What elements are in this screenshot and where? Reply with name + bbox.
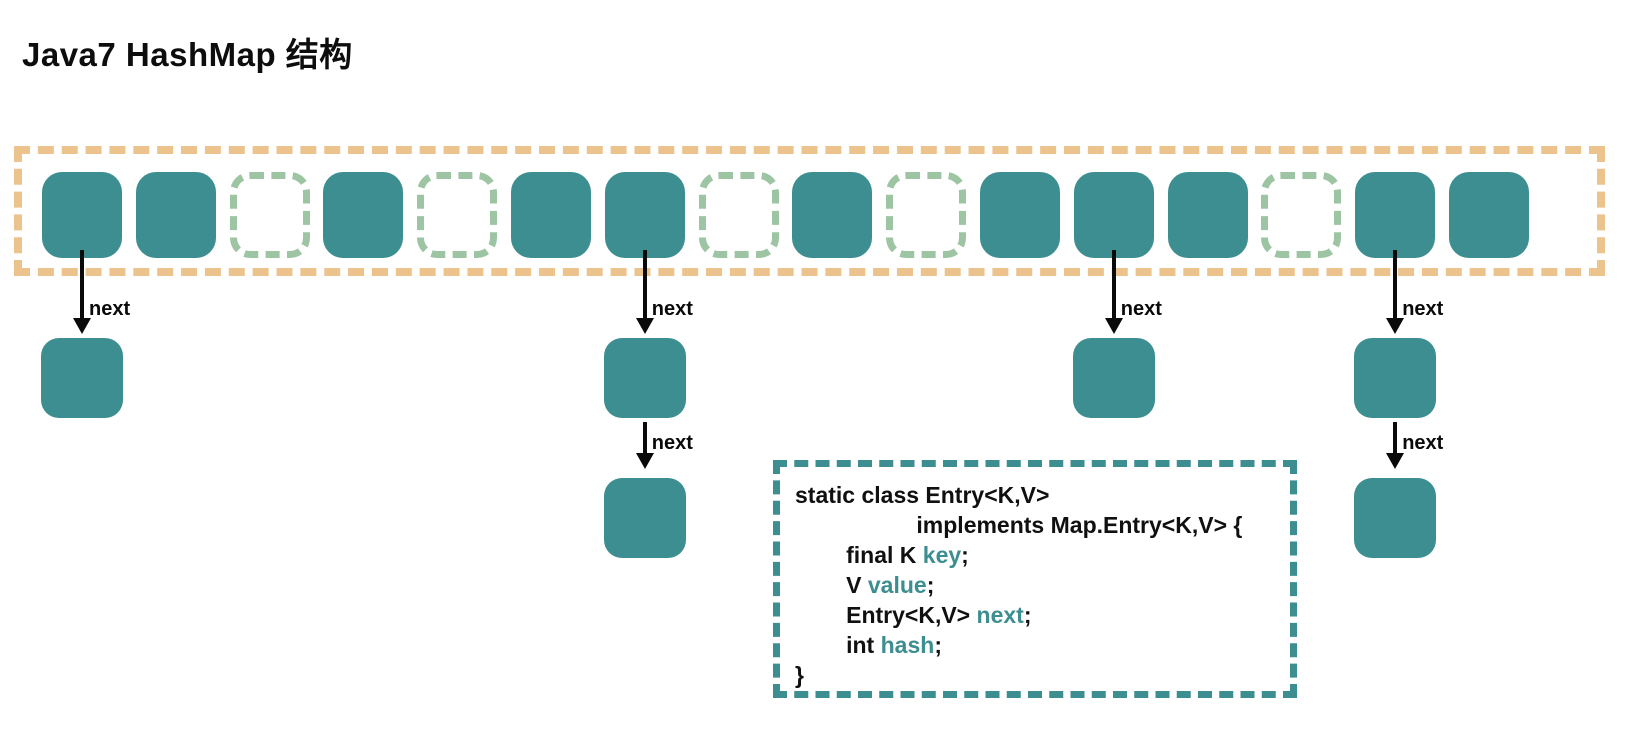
code-field-name: key bbox=[922, 542, 962, 568]
code-text: } bbox=[795, 662, 804, 688]
entry-node bbox=[41, 338, 123, 418]
code-text: ; bbox=[961, 542, 969, 568]
entry-class-code-box: static class Entry<K,V> implements Map.E… bbox=[773, 460, 1297, 698]
next-arrow-line bbox=[642, 250, 647, 318]
code-text: Entry<K,V> bbox=[795, 602, 977, 628]
bucket-cell-7-empty bbox=[698, 172, 779, 258]
entry-node bbox=[1354, 338, 1437, 418]
bucket-cell-0-occupied bbox=[42, 172, 122, 258]
down-arrow-icon bbox=[73, 318, 91, 334]
entry-node bbox=[1072, 338, 1155, 418]
code-field-name: value bbox=[867, 572, 927, 598]
code-text: ; bbox=[926, 572, 935, 598]
bucket-cell-2-empty bbox=[229, 172, 310, 258]
bucket-cell-6-occupied bbox=[604, 172, 685, 258]
code-line-4: Entry<K,V> next; bbox=[795, 600, 1282, 630]
next-arrow-line bbox=[1393, 250, 1398, 318]
next-arrow-line bbox=[80, 250, 84, 318]
code-field-name: hash bbox=[880, 632, 935, 658]
code-line-5: int hash; bbox=[795, 630, 1282, 660]
bucket-cell-9-empty bbox=[886, 172, 967, 258]
code-text: V bbox=[795, 572, 868, 598]
next-pointer-label: next bbox=[1402, 432, 1444, 454]
entry-node bbox=[603, 338, 686, 418]
down-arrow-icon bbox=[635, 453, 654, 469]
bucket-cell-10-occupied bbox=[980, 172, 1060, 258]
bucket-cell-4-empty bbox=[417, 172, 498, 258]
entry-node bbox=[1354, 478, 1437, 558]
code-text: ; bbox=[934, 632, 942, 658]
down-arrow-icon bbox=[1104, 318, 1123, 334]
next-pointer-label: next bbox=[1120, 298, 1162, 320]
code-line-0: static class Entry<K,V> bbox=[795, 480, 1282, 510]
code-line-6: } bbox=[795, 660, 1282, 690]
bucket-cell-14-occupied bbox=[1355, 172, 1436, 258]
code-text: int bbox=[795, 632, 881, 658]
next-pointer-label: next bbox=[89, 298, 131, 320]
code-text: final K bbox=[795, 542, 923, 568]
bucket-cell-11-occupied bbox=[1073, 172, 1154, 258]
down-arrow-icon bbox=[635, 318, 654, 334]
bucket-cell-8-occupied bbox=[792, 172, 873, 258]
code-text: ; bbox=[1023, 602, 1032, 628]
code-line-2: final K key; bbox=[795, 540, 1282, 570]
next-arrow-line bbox=[1393, 422, 1398, 455]
next-arrow-line bbox=[1111, 250, 1116, 318]
bucket-cell-3-occupied bbox=[323, 172, 404, 258]
code-text: static class Entry<K,V> bbox=[795, 482, 1050, 508]
down-arrow-icon bbox=[1386, 453, 1405, 469]
code-line-3: V value; bbox=[795, 570, 1282, 600]
next-pointer-label: next bbox=[1402, 298, 1444, 320]
code-field-name: next bbox=[976, 602, 1024, 628]
diagram-title: Java7 HashMap 结构 bbox=[22, 36, 353, 73]
down-arrow-icon bbox=[1386, 318, 1405, 334]
code-text: implements Map.Entry<K,V> { bbox=[795, 512, 1243, 538]
bucket-cell-13-empty bbox=[1261, 172, 1342, 258]
bucket-cell-5-occupied bbox=[511, 172, 591, 258]
next-pointer-label: next bbox=[651, 298, 693, 320]
entry-node bbox=[603, 478, 686, 558]
bucket-array bbox=[14, 146, 1605, 276]
code-line-1: implements Map.Entry<K,V> { bbox=[795, 510, 1282, 540]
next-arrow-line bbox=[642, 422, 647, 455]
next-pointer-label: next bbox=[651, 432, 693, 454]
bucket-cell-1-occupied bbox=[135, 172, 216, 258]
bucket-cell-15-occupied bbox=[1449, 172, 1529, 258]
bucket-cell-12-occupied bbox=[1167, 172, 1248, 258]
